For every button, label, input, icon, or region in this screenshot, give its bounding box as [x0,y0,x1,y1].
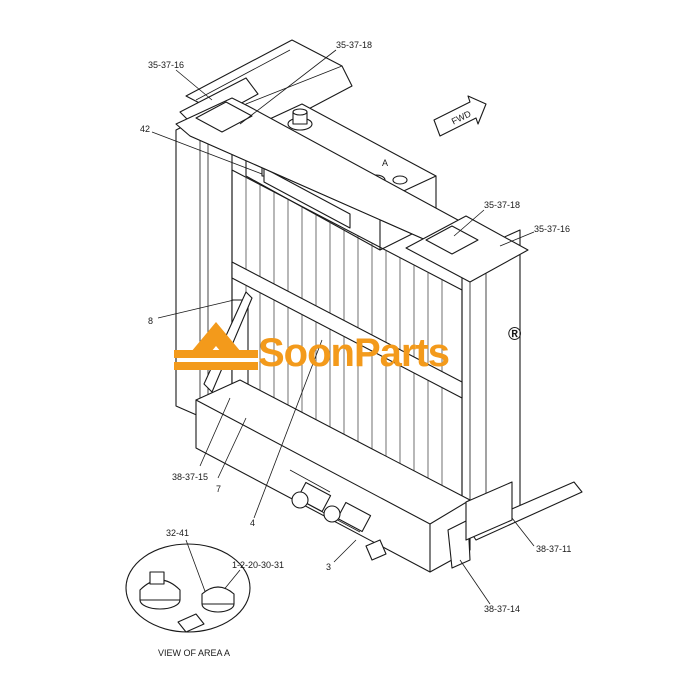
callout-c5: 35-37-16 [534,224,570,234]
callout-c3: 42 [140,124,150,134]
registered-mark: ® [508,324,521,344]
callout-c14: 1-2-20-30-31 [232,560,284,570]
right-bracket [465,481,583,541]
forward-direction-arrow: FWD [433,95,487,137]
callout-c13: 32-41 [166,528,189,538]
brand-logo: SoonParts ® [174,322,521,375]
callout-c1: 35-37-16 [148,60,184,70]
callout-c10: 3 [326,562,331,572]
cover-plates [195,101,479,255]
area-a-inset-view [125,543,251,633]
leader-lines [151,49,535,605]
callout-c12: 38-37-14 [484,604,520,614]
callout-c9: 4 [250,518,255,528]
bottom-tank [195,379,471,573]
callout-c6: 8 [148,316,153,326]
callout-c7: 38-37-15 [172,472,208,482]
logo-wordmark: SoonParts [258,331,449,375]
callout-labels: 35-37-16 35-37-18 42 35-37-18 35-37-16 8… [140,40,571,658]
callout-c2: 35-37-18 [336,40,372,50]
callout-c4: 35-37-18 [484,200,520,210]
callout-c8: 7 [216,484,221,494]
area-marker: A [382,158,388,168]
inset-caption: VIEW OF AREA A [158,648,230,658]
callout-c11: 38-37-11 [536,544,571,554]
logo-emblem-icon [174,322,258,370]
